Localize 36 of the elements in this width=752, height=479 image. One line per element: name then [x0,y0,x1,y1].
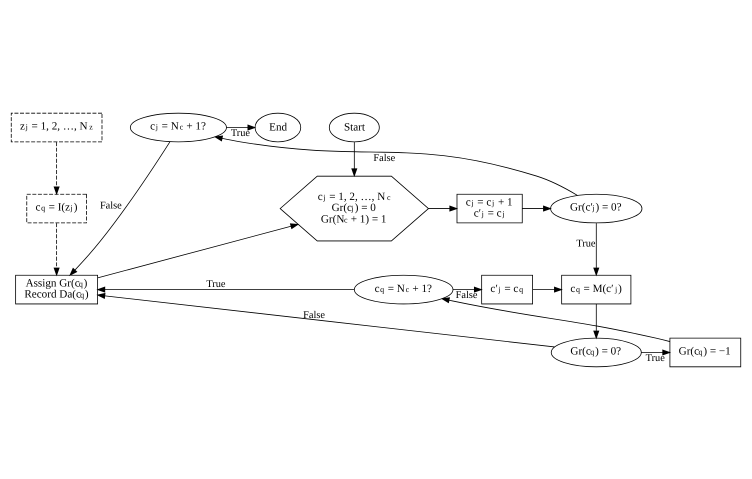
arrow [593,303,600,339]
edge-label: True [646,352,665,364]
node-box: zj = 1, 2, …, Nz [10,112,102,142]
edge-label: True [576,238,596,249]
arrow [532,286,563,292]
node-ellipse: Gr(c′j) = 0? [550,193,642,223]
node-box: Gr(cq) = −1 [670,337,742,367]
node-ellipse: Gr(cq) = 0? [550,337,642,367]
arrow [97,222,300,278]
arrow [96,292,555,347]
arrow [214,134,578,196]
node-box: c′j = cq [481,274,533,304]
node-ellipse: Start [328,112,380,142]
node-box: Assign Gr(cq) Record Da(cq) [15,274,98,304]
node-ellipse: End [254,112,302,142]
arrow [452,286,483,292]
arrow [54,222,60,276]
edge-label: True [230,127,250,138]
node-box: cj = cj + 1 c′j = cj [456,193,523,223]
arrow [428,205,458,212]
arrow [226,124,256,130]
arrow [69,141,170,276]
arrow [54,141,60,195]
edge-label: False [303,310,325,321]
arrow [593,222,600,276]
arrow [96,286,355,292]
arrow [351,141,358,177]
arrow [641,348,672,356]
arrow [522,205,552,212]
node-box: cq = M(c′j) [561,274,632,304]
edge-label: False [456,289,478,300]
arrow [440,296,670,342]
edge-label: True [206,278,226,290]
edge-label: False [100,200,122,211]
node-box: cq = I(zj) [26,193,87,223]
edge-label: False [373,152,396,164]
